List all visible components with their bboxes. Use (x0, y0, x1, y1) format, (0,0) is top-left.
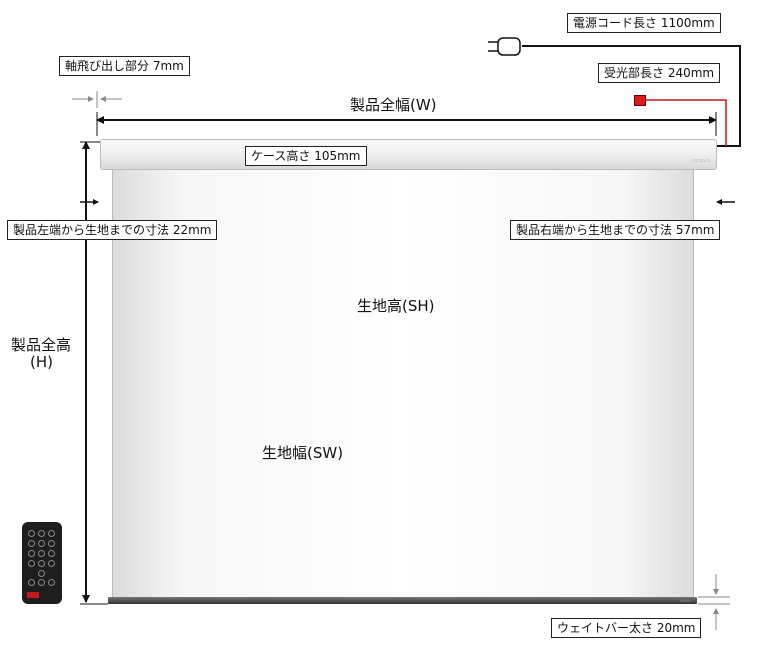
case-height-label: ケース高さ 105mm (245, 146, 367, 166)
power-cord-label: 電源コード長さ 1100mm (567, 13, 721, 33)
product-height-label-line1: 製品全高 (11, 336, 72, 354)
remote-logo (27, 592, 39, 598)
product-width-label: 製品全幅(W) (350, 96, 437, 114)
receiver-sensor-icon (634, 95, 646, 106)
weight-bar: ▭▭▭ (108, 597, 697, 604)
receiver-length-label: 受光部長さ 240mm (598, 63, 721, 83)
roller-case: ▭▭▭▭ (100, 139, 717, 170)
case-brand-mark: ▭▭▭▭ (691, 158, 710, 164)
product-height-label-line2: (H) (30, 353, 53, 371)
remote-control-icon (22, 522, 62, 604)
right-gap-label: 製品右端から生地までの寸法 57mm (510, 220, 721, 240)
left-gap-label: 製品左端から生地までの寸法 22mm (7, 220, 218, 240)
plug-icon (488, 37, 521, 56)
axle-protrusion-label: 軸飛び出し部分 7mm (59, 56, 190, 76)
bar-brand-mark: ▭▭▭ (679, 598, 691, 603)
screen-fabric (112, 170, 694, 598)
fabric-height-label: 生地高(SH) (357, 297, 435, 315)
fabric-width-label: 生地幅(SW) (262, 444, 344, 462)
weight-bar-label: ウェイトバー太さ 20mm (551, 618, 702, 638)
